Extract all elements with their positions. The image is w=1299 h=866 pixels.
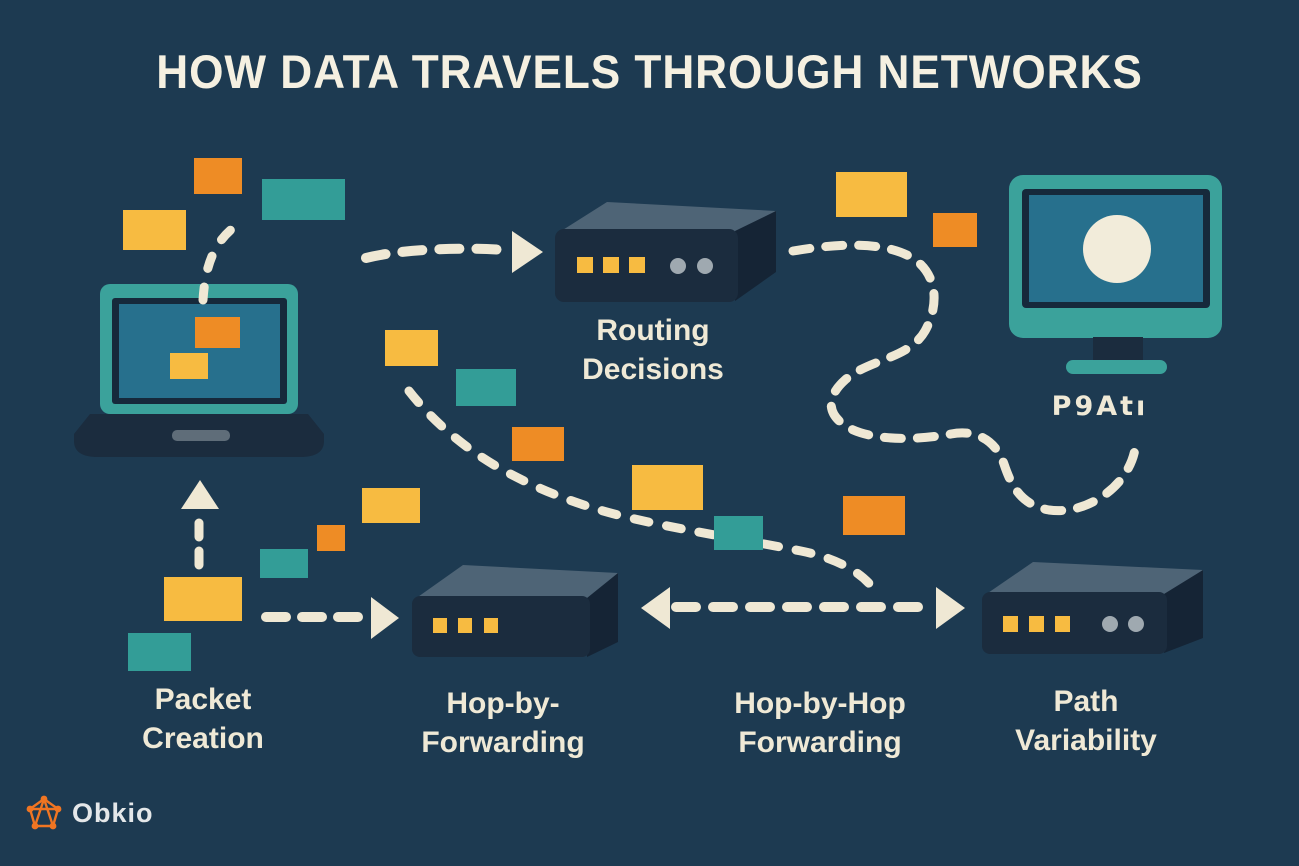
packet-orange	[317, 525, 345, 551]
packet-orange	[933, 213, 977, 247]
monitor-caption: P9Atı	[1051, 391, 1149, 422]
label-line: Hop-by-	[446, 687, 560, 720]
arrowheads	[181, 231, 965, 639]
label-line: Creation	[142, 722, 264, 755]
brand-name: Obkio	[72, 797, 154, 828]
monitor-icon	[1009, 175, 1222, 374]
label-packet-creation: Packet Creation	[93, 680, 313, 758]
label-line: Routing	[596, 314, 710, 347]
label-line: Variability	[1015, 724, 1157, 757]
arrowhead-right-hop	[371, 597, 399, 639]
laptop-upload-path	[198, 218, 245, 305]
label-routing-decisions: Routing Decisions	[540, 311, 766, 389]
label-line: Forwarding	[738, 726, 902, 759]
label-path-variability: Path Variability	[966, 682, 1206, 760]
router-routing-decisions-icon	[555, 202, 776, 302]
packets-layer	[123, 158, 977, 671]
arrowhead-up	[181, 480, 219, 509]
packet-yellow	[164, 577, 242, 621]
routing-wavy-path	[788, 240, 1141, 516]
network-graph-icon	[26, 795, 62, 830]
label-line: Hop-by-Hop	[734, 687, 906, 720]
label-hop-by-hop-forwarding: Hop-by-Hop Forwarding	[690, 684, 950, 762]
packet-teal	[260, 549, 308, 578]
laptop-to-router-path	[361, 243, 510, 263]
packet-teal	[262, 179, 345, 220]
label-line: Path	[1053, 685, 1119, 718]
label-line: Packet	[154, 683, 252, 716]
packet-yellow	[123, 210, 186, 250]
packet-yellow	[385, 330, 438, 366]
arrowhead-right-double	[936, 587, 965, 629]
label-line: Decisions	[582, 353, 724, 386]
label-line: Forwarding	[421, 726, 585, 759]
page-title: HOW DATA TRAVELS THROUGH NETWORKS	[156, 45, 1143, 98]
packet-yellow	[170, 353, 208, 379]
connection-paths	[194, 218, 1141, 622]
laptop-icon	[74, 284, 324, 457]
packet-orange	[194, 158, 242, 194]
packet-orange	[195, 317, 240, 348]
packet-teal	[456, 369, 516, 406]
packet-teal	[128, 633, 191, 671]
packet-orange	[512, 427, 564, 461]
router-path-variability-icon	[982, 562, 1203, 654]
packet-teal	[714, 516, 763, 550]
packet-orange	[843, 496, 905, 535]
screen-circle	[1083, 215, 1151, 283]
label-hop-by-forwarding: Hop-by- Forwarding	[388, 684, 618, 762]
router-hop-by-forwarding-icon	[412, 565, 618, 657]
packet-yellow	[632, 465, 703, 510]
brand-logo: Obkio	[26, 794, 154, 832]
arrowhead-right-router	[512, 231, 543, 273]
packet-yellow	[362, 488, 420, 523]
packet-yellow	[836, 172, 907, 217]
diagonal-path	[404, 386, 883, 601]
arrowhead-left-double	[641, 587, 670, 629]
